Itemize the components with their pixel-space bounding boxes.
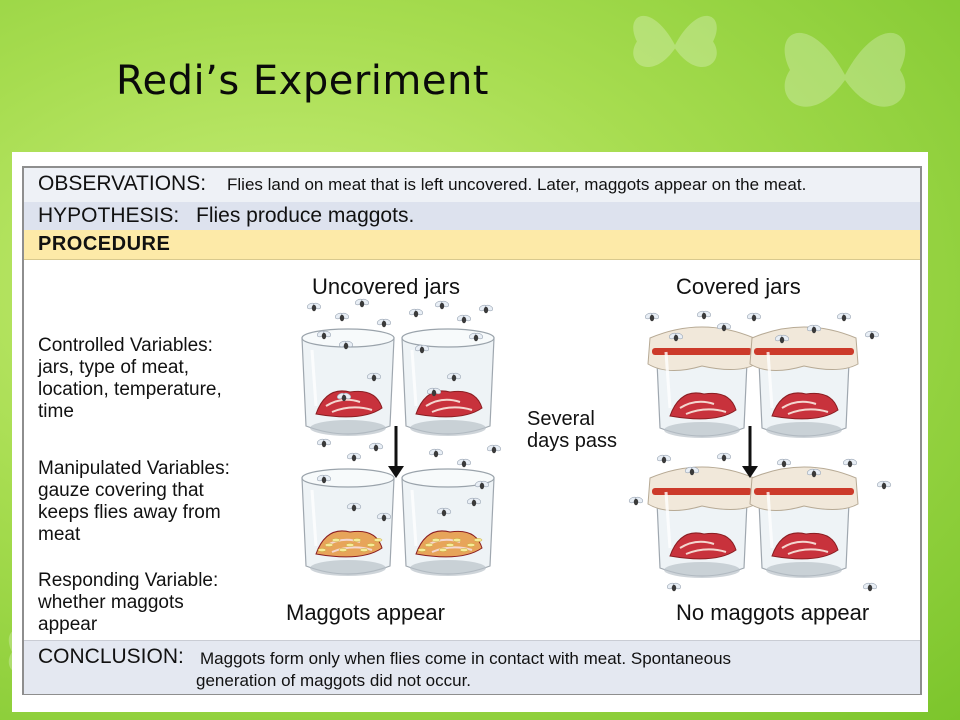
fly-icon — [306, 302, 322, 312]
experiment-figure: OBSERVATIONS: Flies land on meat that is… — [12, 152, 928, 712]
uncovered-result-label: Maggots appear — [286, 600, 445, 625]
time-passes-line: Several — [527, 408, 595, 430]
fly-icon — [316, 330, 332, 340]
slide-title: Redi’s Experiment — [116, 58, 489, 104]
uncovered-jar — [301, 328, 395, 436]
meat — [771, 392, 839, 420]
fly-icon — [426, 387, 442, 397]
fly-icon — [806, 468, 822, 478]
hypothesis-label: HYPOTHESIS: — [38, 204, 180, 227]
fly-icon — [864, 330, 880, 340]
meat — [771, 532, 839, 560]
manipulated-variables-line: meat — [38, 524, 81, 545]
fly-icon — [842, 458, 858, 468]
fly-icon — [456, 314, 472, 324]
controlled-variables-line: location, temperature, — [38, 379, 222, 400]
fly-icon — [876, 480, 892, 490]
fly-icon — [628, 496, 644, 506]
fly-icon — [716, 452, 732, 462]
fly-icon — [746, 312, 762, 322]
fly-icon — [346, 502, 362, 512]
controlled-variables: Controlled Variables: jars, type of meat… — [38, 335, 222, 423]
time-passes-line: days pass — [527, 430, 618, 452]
uncovered-jars-label: Uncovered jars — [312, 274, 460, 299]
fly-icon — [434, 300, 450, 310]
uncovered-jar — [401, 328, 495, 436]
fly-icon — [408, 308, 424, 318]
figure-frame: OBSERVATIONS: Flies land on meat that is… — [22, 166, 922, 695]
controlled-variables-line: jars, type of meat, — [38, 357, 190, 378]
meat — [669, 392, 737, 420]
fly-icon — [666, 582, 682, 592]
fly-icon — [316, 474, 332, 484]
fly-icon — [376, 512, 392, 522]
uncovered-jar — [301, 468, 395, 576]
fly-icon — [428, 448, 444, 458]
fly-icon — [474, 480, 490, 490]
meat — [669, 532, 737, 560]
butterfly-decoration-icon — [633, 15, 717, 67]
fly-icon — [366, 372, 382, 382]
covered-jar — [749, 466, 859, 578]
fly-icon — [774, 334, 790, 344]
fly-icon — [466, 497, 482, 507]
responding-variable-line: whether maggots — [38, 592, 184, 613]
fly-icon — [468, 332, 484, 342]
fly-icon — [696, 310, 712, 320]
hypothesis-band — [24, 202, 920, 231]
conclusion-text-line: generation of maggots did not occur. — [196, 671, 472, 690]
covered-jar — [647, 466, 757, 578]
conclusion-label: CONCLUSION: — [38, 645, 184, 668]
fly-icon — [656, 454, 672, 464]
fly-icon — [338, 340, 354, 350]
manipulated-variables: Manipulated Variables: gauze covering th… — [38, 458, 230, 546]
controlled-variables-line: time — [38, 401, 74, 422]
fly-icon — [684, 466, 700, 476]
time-passes-label: Several days pass — [527, 408, 617, 452]
procedure-band — [24, 230, 920, 260]
fly-icon — [478, 304, 494, 314]
fly-icon — [446, 372, 462, 382]
jars-illustration — [301, 298, 892, 592]
butterfly-decoration-icon — [784, 32, 906, 107]
covered-jar — [749, 326, 859, 438]
covered-jars-label: Covered jars — [676, 274, 801, 299]
covered-jar — [647, 326, 757, 438]
hypothesis-text: Flies produce maggots. — [196, 204, 415, 227]
manipulated-variables-line: keeps flies away from — [38, 502, 221, 523]
down-arrow-icon — [388, 426, 404, 478]
fly-icon — [862, 582, 878, 592]
fly-icon — [644, 312, 660, 322]
fly-icon — [368, 442, 384, 452]
fly-icon — [354, 298, 370, 308]
fly-icon — [836, 312, 852, 322]
conclusion-text-line: Maggots form only when flies come in con… — [200, 649, 732, 668]
controlled-variables-heading: Controlled Variables: — [38, 335, 213, 356]
manipulated-variables-line: gauze covering that — [38, 480, 204, 501]
meat — [315, 390, 383, 418]
fly-icon — [716, 322, 732, 332]
conclusion-band — [24, 640, 920, 694]
fly-icon — [456, 458, 472, 468]
responding-variable-heading: Responding Variable: — [38, 570, 219, 591]
down-arrow-icon — [742, 426, 758, 478]
fly-icon — [376, 318, 392, 328]
fly-icon — [776, 458, 792, 468]
responding-variable-line: appear — [38, 614, 98, 635]
fly-icon — [436, 507, 452, 517]
covered-result-label: No maggots appear — [676, 600, 870, 625]
procedure-label: PROCEDURE — [38, 233, 171, 255]
observations-text: Flies land on meat that is left uncovere… — [227, 175, 807, 194]
fly-icon — [414, 344, 430, 354]
fly-icon — [486, 444, 502, 454]
fly-icon — [316, 438, 332, 448]
observations-label: OBSERVATIONS: — [38, 172, 207, 195]
fly-icon — [346, 452, 362, 462]
fly-icon — [806, 324, 822, 334]
responding-variable: Responding Variable: whether maggots app… — [38, 570, 218, 636]
fly-icon — [334, 312, 350, 322]
fly-icon — [668, 332, 684, 342]
fly-icon — [336, 392, 352, 402]
manipulated-variables-heading: Manipulated Variables: — [38, 458, 230, 479]
